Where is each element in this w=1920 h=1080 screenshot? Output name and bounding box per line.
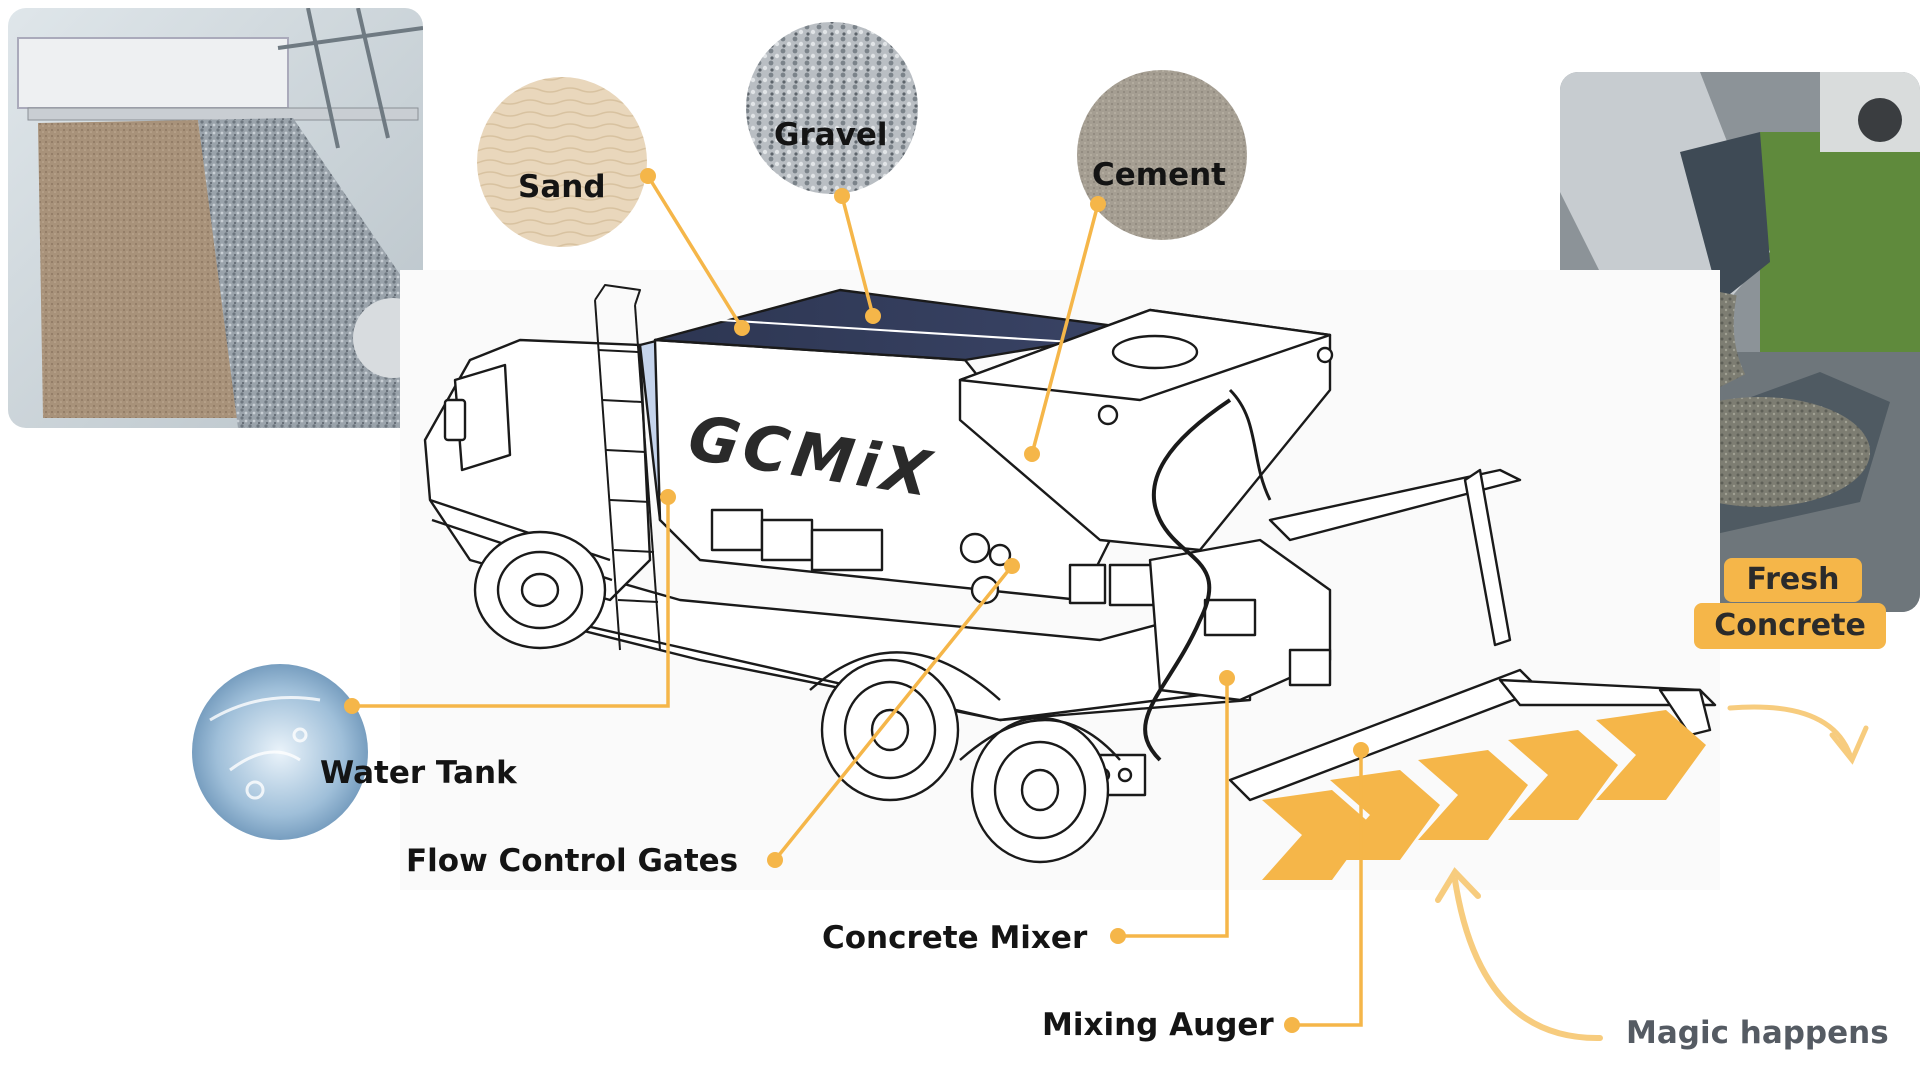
cement-swatch <box>1077 70 1247 240</box>
gravel-swatch <box>746 22 918 194</box>
curved-arrow-right <box>1727 704 1869 765</box>
mixer-truck-illustration <box>423 284 1717 864</box>
fresh-concrete-badge-line1: Fresh <box>1724 558 1862 602</box>
callout-dots <box>344 168 1369 1033</box>
label-magic-happens: Magic happens <box>1626 1015 1889 1051</box>
label-concrete-mixer: Concrete Mixer <box>822 920 1088 956</box>
fresh-concrete-badge-line2: Concrete <box>1694 603 1886 649</box>
callout-lines <box>352 175 1363 1027</box>
sand-swatch <box>477 77 647 247</box>
curved-arrow-up <box>1435 867 1603 1042</box>
flow-direction-chevrons <box>1262 710 1706 880</box>
label-fresh: Fresh <box>1746 562 1840 597</box>
label-concrete: Concrete <box>1714 608 1866 643</box>
sand-gravel-bins-photo <box>8 8 423 428</box>
label-sand: Sand <box>518 169 606 205</box>
label-gravel: Gravel <box>774 117 888 153</box>
label-cement: Cement <box>1092 157 1226 193</box>
label-flow-control-gates: Flow Control Gates <box>406 843 739 879</box>
label-mixing-auger: Mixing Auger <box>1042 1007 1274 1043</box>
label-water-tank: Water Tank <box>320 755 517 791</box>
